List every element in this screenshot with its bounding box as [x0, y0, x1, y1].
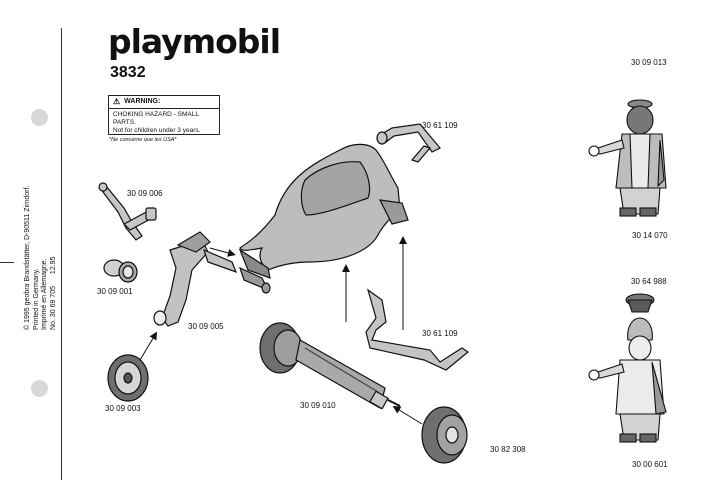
model-number: 3832: [110, 64, 146, 81]
footrest-part: [365, 288, 470, 371]
arrow-wheel-to-axle: [392, 405, 423, 425]
punch-hole-top: [31, 109, 48, 126]
binder-margin-line: [61, 28, 62, 480]
arrow-fork-to-body: [209, 247, 236, 257]
warning-header: ⚠ WARNING:: [109, 96, 219, 109]
assembly-arrows: [139, 236, 423, 425]
part-label-30-09-005: 30 09 005: [188, 322, 224, 331]
warning-line-1: CHOKING HAZARD - SMALL PARTS.: [113, 111, 199, 126]
axle-bolt-part: [238, 266, 271, 294]
headlight-part: [103, 259, 138, 283]
warning-line-2: Not for children under 3 years.: [113, 127, 201, 134]
part-label-30-82-308: 30 82 308: [490, 445, 526, 454]
part-label-30-64-988: 30 64 988: [631, 277, 667, 286]
arrow-wheel-to-fork: [139, 331, 158, 361]
fold-tick: [0, 262, 14, 263]
part-label-30-09-003: 30 09 003: [105, 404, 141, 413]
warning-body: CHOKING HAZARD - SMALL PARTS. Not for ch…: [109, 109, 219, 137]
part-label-30-61-109-bottom: 30 61 109: [422, 329, 458, 338]
part-label-30-61-109-top: 30 61 109: [422, 121, 458, 130]
figure-bottom-part: [588, 293, 667, 443]
part-label-30-09-013: 30 09 013: [631, 58, 667, 67]
warning-triangle-icon: ⚠: [113, 97, 121, 106]
part-label-30-09-001: 30 09 001: [97, 287, 133, 296]
figure-top-part: [588, 99, 667, 217]
warning-box: ⚠ WARNING: CHOKING HAZARD - SMALL PARTS.…: [108, 95, 220, 135]
part-label-30-09-006: 30 09 006: [127, 189, 163, 198]
part-label-30-14-070: 30 14 070: [632, 231, 668, 240]
punch-hole-bottom: [31, 380, 48, 397]
part-label-30-09-010: 30 09 010: [300, 401, 336, 410]
usa-note: *Ne concerne que les USA*: [109, 137, 177, 143]
handlebar-right-part: [376, 123, 441, 163]
part-label-30-00-601: 30 00 601: [632, 460, 668, 469]
shell-body-part: [238, 143, 409, 279]
rear-wheel-part: [421, 406, 468, 464]
warning-title: WARNING:: [124, 98, 161, 105]
brand-logo: playmobil: [108, 22, 281, 61]
handlebar-left-part: [98, 182, 157, 241]
rear-axle-part: [259, 322, 401, 410]
front-wheel-part: [107, 354, 149, 402]
fork-assembly-part: [153, 231, 238, 327]
